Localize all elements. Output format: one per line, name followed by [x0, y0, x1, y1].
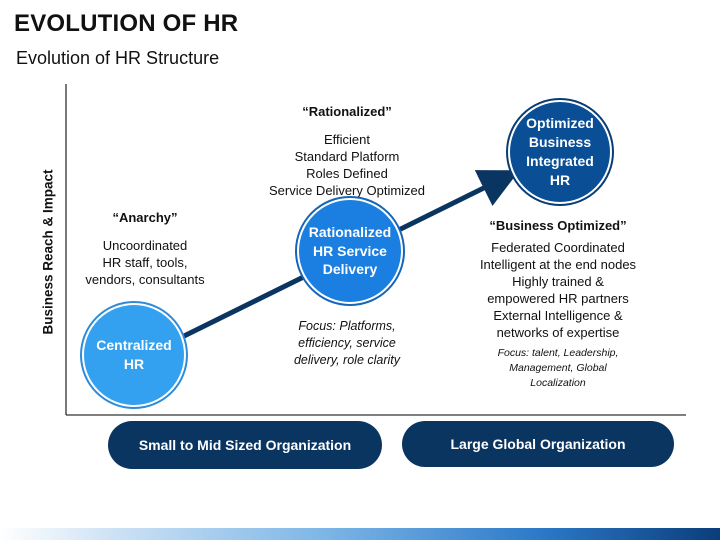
- stage-optimized-line: Federated Coordinated: [491, 240, 625, 255]
- page-title: EVOLUTION OF HR: [14, 10, 239, 37]
- stage-optimized-heading: “Business Optimized”: [489, 218, 627, 233]
- circle-label-line: HR: [549, 171, 571, 188]
- stage-rationalized-line: Roles Defined: [306, 166, 388, 181]
- focus-line: Focus: talent, Leadership,: [497, 347, 619, 359]
- stage-anarchy-heading: “Anarchy”: [112, 210, 178, 225]
- circle-label-line: Business: [528, 134, 592, 151]
- rationalized-hr-circle: Rationalized HR Service Delivery: [297, 198, 403, 304]
- centralized-hr-circle: Centralized HR: [82, 303, 186, 407]
- stage-rationalized-line: Standard Platform: [294, 149, 400, 164]
- y-axis-label: Business Reach & Impact: [40, 169, 56, 335]
- stage-optimized-line: empowered HR partners: [487, 291, 629, 306]
- stage-optimized-line: Intelligent at the end nodes: [479, 257, 637, 272]
- focus-line: efficiency, service: [298, 336, 396, 350]
- focus-line: Management, Global: [509, 362, 607, 374]
- circle-label-line: Optimized: [526, 115, 594, 132]
- stage-optimized-line: Highly trained &: [512, 274, 604, 289]
- focus-line: delivery, role clarity: [293, 353, 401, 367]
- circle-label-line: HR Service: [313, 242, 387, 259]
- segment-large-global-org: Large Global Organization: [404, 423, 672, 465]
- page-subtitle: Evolution of HR Structure: [16, 48, 220, 68]
- stage-anarchy-line: HR staff, tools,: [102, 255, 188, 270]
- stage-optimized-line: External Intelligence &: [493, 308, 623, 323]
- stage-rationalized-line: Efficient: [323, 132, 371, 147]
- stage-optimized-focus: Focus: talent, Leadership, Management, G…: [498, 346, 619, 391]
- circle-label-line: Delivery: [322, 261, 378, 278]
- stage-anarchy-line: Uncoordinated: [102, 238, 188, 253]
- stage-rationalized-description: “Rationalized” Efficient Standard Platfo…: [269, 103, 425, 199]
- stage-anarchy-line: vendors, consultants: [85, 272, 205, 287]
- stage-optimized-line: networks of expertise: [496, 325, 620, 340]
- circle-label-line: Integrated: [526, 153, 594, 169]
- circle-label-line: Centralized: [96, 337, 172, 354]
- focus-line: Localization: [530, 377, 586, 389]
- footer-gradient-bar: [0, 528, 720, 540]
- stage-anarchy-description: “Anarchy” Uncoordinated HR staff, tools,…: [85, 209, 204, 288]
- circle-label-line: HR: [123, 356, 145, 372]
- stage-rationalized-focus: Focus: Platforms, efficiency, service de…: [294, 318, 400, 369]
- optimized-hr-circle: Optimized Business Integrated HR: [508, 100, 612, 204]
- focus-line: Focus: Platforms,: [298, 319, 396, 333]
- stage-optimized-description: “Business Optimized” Federated Coordinat…: [480, 217, 636, 341]
- stage-rationalized-line: Service Delivery Optimized: [268, 183, 426, 198]
- segment-small-mid-org: Small to Mid Sized Organization: [110, 423, 380, 467]
- stage-rationalized-heading: “Rationalized”: [302, 104, 392, 119]
- circle-label-line: Rationalized: [308, 223, 392, 240]
